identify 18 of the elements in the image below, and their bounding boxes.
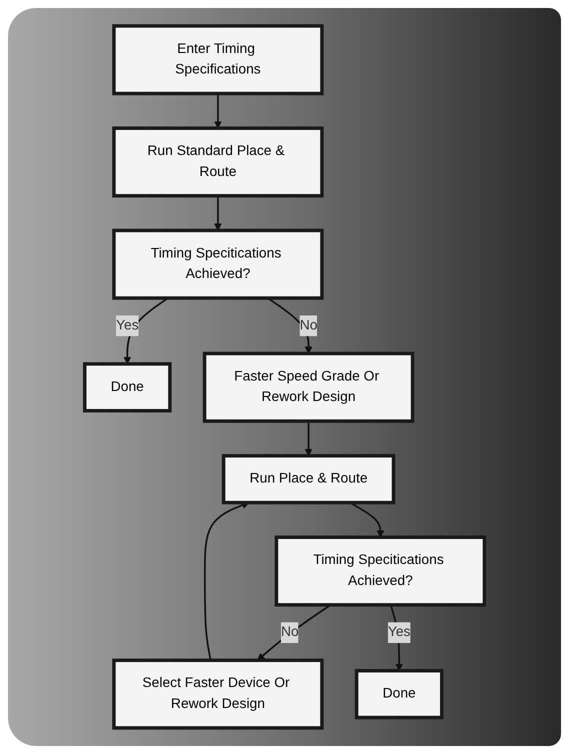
node-box	[202, 352, 414, 423]
node-box	[112, 228, 324, 300]
arrow	[304, 421, 312, 456]
node-box	[112, 126, 324, 198]
arrow	[214, 94, 222, 129]
edge-label: Yes	[116, 318, 139, 333]
node-box	[112, 658, 324, 730]
panel-background: Yes No No Yes Enter Timing Specifications Run Standard Place & Route Timing Specitications Achieved? Done Faster Speed Grade Or Rework Design Run Place & Route Timing Specitications Achieved? Select Faster Device Or Rework Design Done	[8, 8, 561, 746]
node-box	[354, 669, 444, 720]
arrow	[256, 604, 332, 661]
edge-label: Yes	[388, 624, 410, 640]
arrow	[214, 196, 222, 231]
edge-label: No	[280, 624, 299, 640]
edge-label: No	[300, 318, 318, 333]
node-box	[274, 536, 486, 607]
node-box	[112, 24, 324, 96]
node-box	[222, 454, 396, 504]
node-box	[82, 362, 172, 413]
